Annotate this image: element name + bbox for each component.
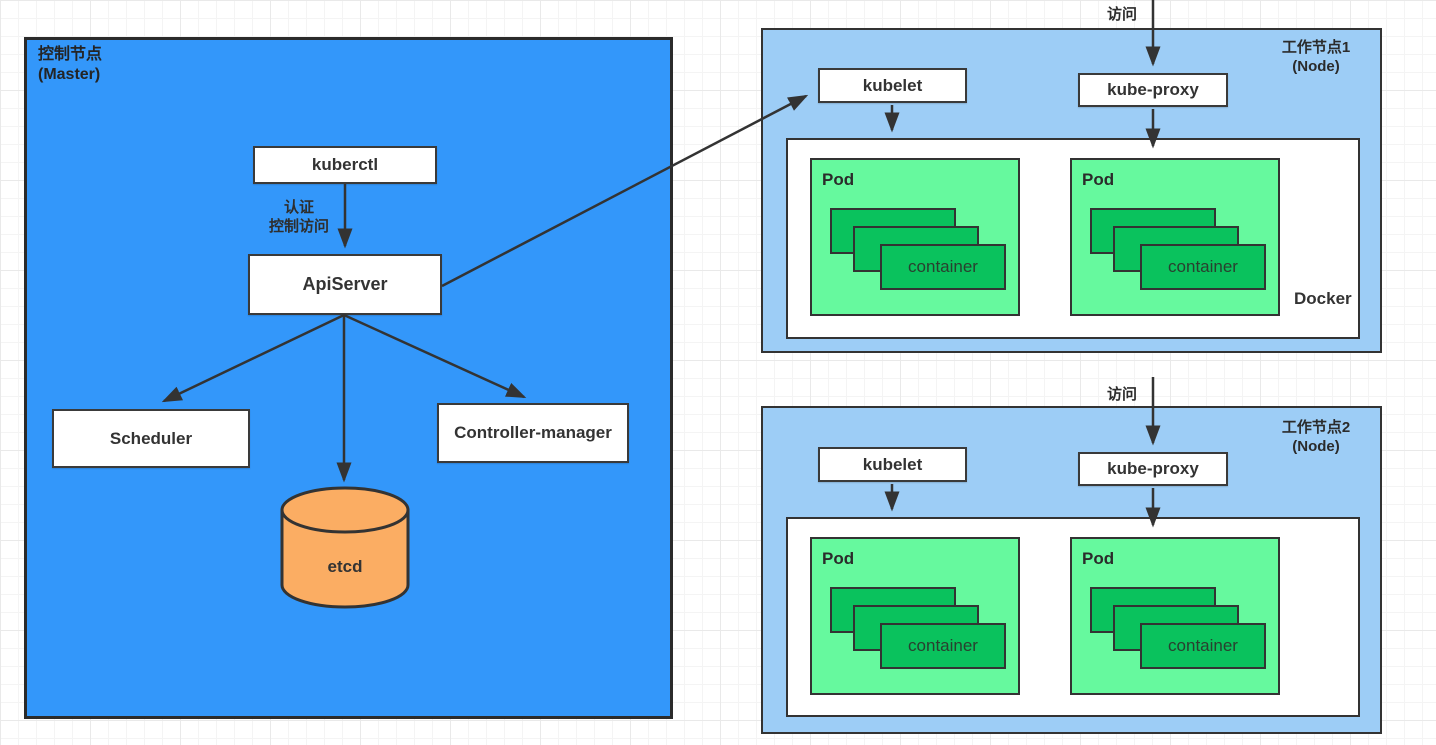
etcd-label: etcd bbox=[327, 557, 363, 576]
container-label: container bbox=[908, 257, 978, 276]
auth-label-line2: 控制访问 bbox=[268, 218, 329, 235]
node1-kubelet-box: kubelet bbox=[818, 68, 967, 103]
node1-pod2-box: Pod container bbox=[1070, 158, 1280, 316]
node2-kube-proxy-label: kube-proxy bbox=[1107, 459, 1199, 478]
scheduler-label: Scheduler bbox=[109, 428, 193, 448]
node1-title-line2: (Node) bbox=[1292, 58, 1340, 75]
container-front-box: container bbox=[1140, 623, 1266, 669]
container-front-box: container bbox=[1140, 244, 1266, 290]
controller-manager-label: Controller-manager bbox=[454, 423, 612, 442]
apiserver-label: ApiServer bbox=[302, 274, 388, 294]
master-title-line1: 控制节点 bbox=[38, 46, 103, 63]
node1-access-label: 访问 bbox=[1106, 6, 1137, 23]
master-node-title: 控制节点 (Master) bbox=[38, 45, 102, 85]
auth-arrow-label: 认证 控制访问 bbox=[244, 198, 354, 236]
worker-node1-title: 工作节点1 (Node) bbox=[1256, 38, 1376, 76]
master-node-box bbox=[24, 37, 673, 719]
node2-kubelet-box: kubelet bbox=[818, 447, 967, 482]
worker-node2-title: 工作节点2 (Node) bbox=[1256, 418, 1376, 456]
node2-pod1-box: Pod container bbox=[810, 537, 1020, 695]
node1-kubelet-label: kubelet bbox=[862, 75, 923, 95]
node2-kube-proxy-box: kube-proxy bbox=[1078, 452, 1228, 486]
scheduler-box: Scheduler bbox=[52, 409, 250, 468]
node1-docker-label: Docker bbox=[1294, 289, 1352, 308]
controller-manager-box: Controller-manager bbox=[437, 403, 629, 463]
node2-pod1-label: Pod bbox=[822, 549, 855, 568]
node1-title-line1: 工作节点1 bbox=[1281, 39, 1351, 56]
node2-pod2-label: Pod bbox=[1082, 549, 1115, 568]
auth-label-line1: 认证 bbox=[283, 199, 314, 216]
kuberctl-box: kuberctl bbox=[253, 146, 437, 184]
node2-kubelet-label: kubelet bbox=[862, 454, 923, 474]
apiserver-box: ApiServer bbox=[248, 254, 442, 315]
kuberctl-label: kuberctl bbox=[311, 155, 379, 174]
node2-title-line1: 工作节点2 bbox=[1281, 419, 1351, 436]
container-front-box: container bbox=[880, 623, 1006, 669]
container-label: container bbox=[1168, 257, 1238, 276]
node1-pod2-label: Pod bbox=[1082, 170, 1115, 189]
node2-pod2-box: Pod container bbox=[1070, 537, 1280, 695]
container-front-box: container bbox=[880, 244, 1006, 290]
node1-kube-proxy-label: kube-proxy bbox=[1107, 80, 1199, 99]
container-label: container bbox=[1168, 636, 1238, 655]
node2-access-label: 访问 bbox=[1106, 386, 1137, 403]
node1-kube-proxy-box: kube-proxy bbox=[1078, 73, 1228, 107]
node1-pod1-label: Pod bbox=[822, 170, 855, 189]
node1-pod1-box: Pod container bbox=[810, 158, 1020, 316]
container-label: container bbox=[908, 636, 978, 655]
node2-title-line2: (Node) bbox=[1292, 438, 1340, 455]
master-title-line2: (Master) bbox=[38, 66, 101, 83]
